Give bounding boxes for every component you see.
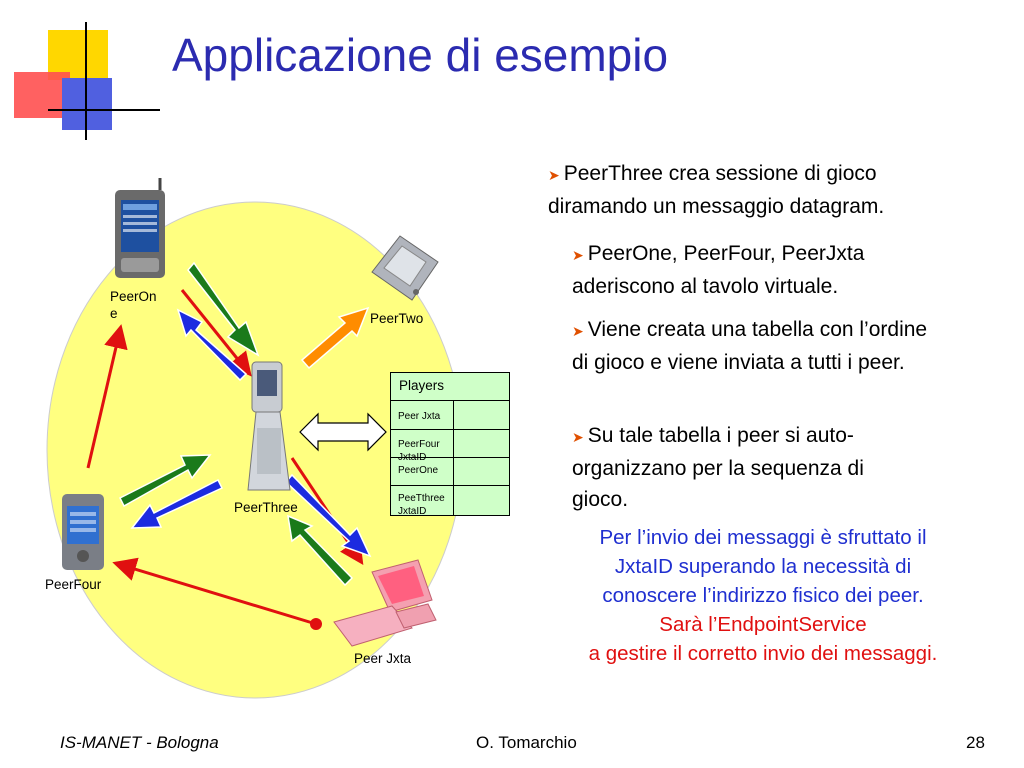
- blue-arrow-peerthree-to-peerone: [176, 308, 248, 382]
- table-row: [391, 457, 509, 486]
- note-red-line: a gestire il corretto invio dei messaggi…: [588, 642, 938, 665]
- bullet-item: ➤PeerThree crea sessione di gioco dirama…: [548, 162, 885, 218]
- note-blue-line: conoscere l’indirizzo fisico dei peer.: [602, 584, 924, 607]
- peerone-device-icon: [115, 178, 165, 278]
- peerjxta-device-icon: [333, 559, 437, 647]
- peer-network-diagram: [46, 178, 464, 699]
- note-blue-line: JxtaID superando la necessità di: [614, 555, 912, 578]
- table-cell: PeeTthree JxtaID: [398, 493, 445, 517]
- peerthree-label: PeerThree: [234, 500, 298, 515]
- green-arrow-peerfour-to-peerthree: [118, 454, 212, 508]
- endpoint-note: Per l’invio dei messaggi è sfruttato il …: [528, 523, 998, 668]
- table-row: PeerFour JxtaID PeerOne: [391, 429, 509, 476]
- players-table-header: Players: [391, 373, 509, 401]
- peerone-label: PeerOn e: [110, 289, 157, 321]
- blue-arrow-peerthree-to-peerfour: [130, 478, 224, 529]
- peertwo-device-icon: [371, 235, 439, 301]
- red-arrow-peerjxta-to-peerfour: [112, 557, 317, 626]
- note-red-line: Sarà l’EndpointService: [659, 613, 867, 636]
- bullet-item: ➤Su tale tabella i peer si auto-organizz…: [572, 424, 864, 511]
- footer-author: O. Tomarchio: [476, 733, 577, 752]
- peerfour-device-icon: [62, 494, 104, 570]
- arrow-bullet-icon: ➤: [572, 247, 584, 263]
- page-number: 28: [966, 733, 985, 752]
- table-row: PeeTthree JxtaID: [391, 485, 509, 517]
- decorative-corner-squares: [14, 22, 160, 140]
- arrow-bullet-icon: ➤: [572, 429, 584, 445]
- footer-venue: IS-MANET - Bologna: [60, 733, 219, 752]
- arrow-bullet-icon: ➤: [548, 167, 560, 183]
- arrow-bullet-icon: ➤: [572, 323, 584, 339]
- peerthree-device-icon: [247, 361, 291, 491]
- table-cell: PeerFour JxtaID PeerOne: [398, 439, 440, 476]
- green-arrow-peerjxta-to-peerthree: [287, 514, 354, 587]
- blue-arrow-peerthree-to-peerjxta: [284, 473, 372, 558]
- bullet-item: ➤Viene creata una tabella con l’ordine d…: [572, 318, 928, 374]
- red-arrow-peerfour-to-peerone: [86, 324, 128, 469]
- table-cell: Peer Jxta: [398, 411, 441, 422]
- double-arrow-peerthree-table: [299, 412, 387, 452]
- note-blue-line: Per l’invio dei messaggi è sfruttato il: [599, 526, 927, 549]
- peerfour-label: PeerFour: [45, 577, 102, 592]
- peertwo-label: PeerTwo: [370, 311, 424, 326]
- players-table: Players Peer Jxta PeerFour JxtaID PeerOn…: [390, 372, 510, 517]
- page-title: Applicazione di esempio: [172, 29, 669, 81]
- table-row: Peer Jxta: [391, 401, 509, 430]
- orange-arrow-peerthree-to-peertwo: [300, 306, 370, 370]
- bullet-item: ➤PeerOne, PeerFour, PeerJxta aderiscono …: [572, 242, 865, 298]
- peerjxta-label: Peer Jxta: [354, 651, 412, 666]
- green-arrow-peerone-to-peerthree: [187, 261, 260, 357]
- red-arrow-peerone-to-peerthree: [180, 289, 252, 377]
